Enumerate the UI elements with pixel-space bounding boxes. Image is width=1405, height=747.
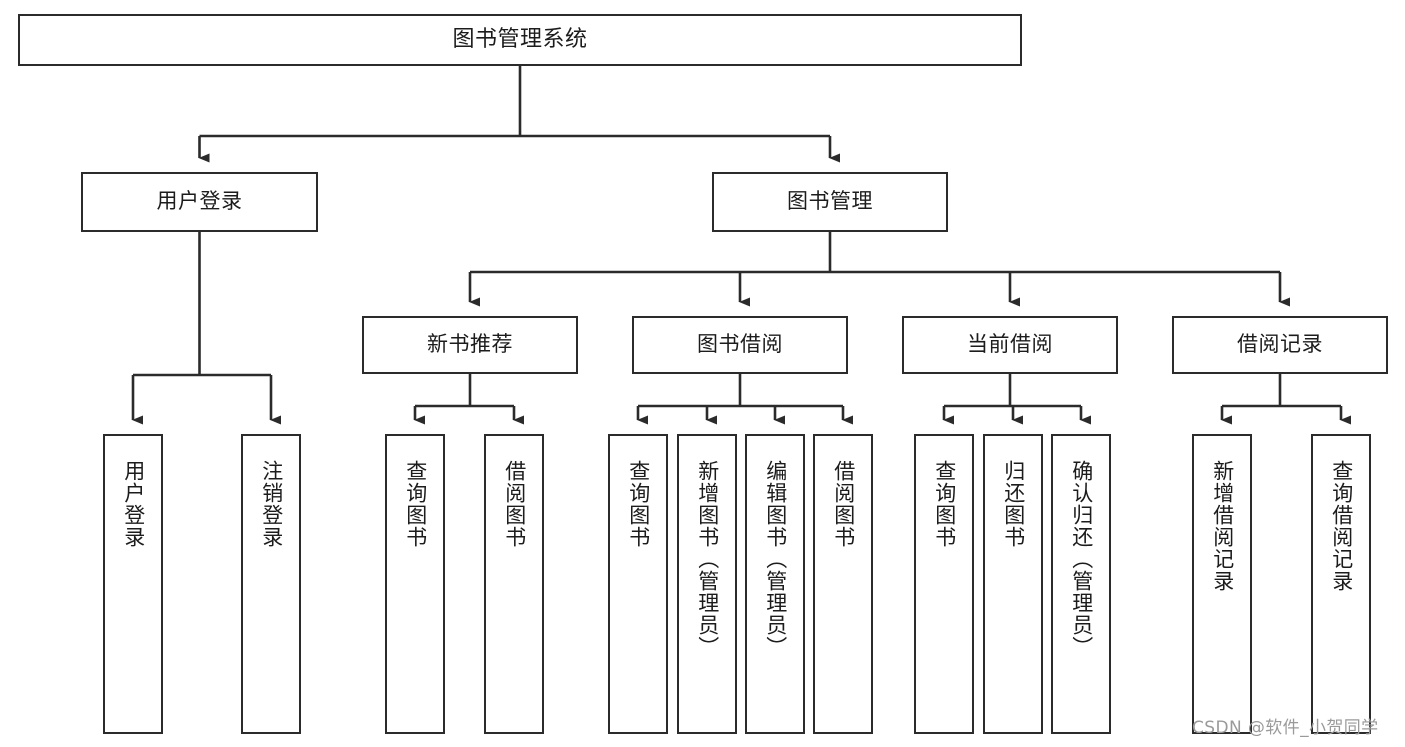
leaf-add-borrow-record-label: 新增借阅记录: [1210, 460, 1235, 592]
edges-borrow-to-leaves: [636, 374, 854, 425]
edges-current-borrow-to-leaves: [942, 374, 1092, 425]
leaf-query-borrow-record-label: 查询借阅记录: [1329, 460, 1354, 592]
leaf-query-book-borrow-label: 查询图书: [626, 460, 651, 548]
node-book-management[interactable]: 图书管理: [712, 172, 948, 232]
leaf-add-book-admin-label: 新增图书（管理员）: [695, 460, 720, 658]
edges-new-book-to-leaves: [413, 374, 525, 425]
node-root[interactable]: 图书管理系统: [18, 14, 1022, 66]
node-borrow-records[interactable]: 借阅记录: [1172, 316, 1388, 374]
leaf-query-book-new[interactable]: 查询图书: [385, 434, 445, 734]
leaf-borrow-book-new-label: 借阅图书: [502, 460, 527, 548]
leaf-edit-book-admin[interactable]: 编辑图书（管理员）: [745, 434, 805, 734]
leaf-user-login[interactable]: 用户登录: [103, 434, 163, 734]
node-book-management-label: 图书管理: [787, 189, 873, 214]
node-book-borrowing-label: 图书借阅: [697, 332, 783, 357]
leaf-query-book-new-label: 查询图书: [403, 460, 428, 548]
leaf-borrow-book-new[interactable]: 借阅图书: [484, 434, 544, 734]
leaf-add-book-admin[interactable]: 新增图书（管理员）: [677, 434, 737, 734]
leaf-borrow-book[interactable]: 借阅图书: [813, 434, 873, 734]
edges-root-to-level2: [198, 66, 841, 163]
leaf-add-borrow-record[interactable]: 新增借阅记录: [1192, 434, 1252, 734]
leaf-logout-label: 注销登录: [259, 460, 284, 548]
node-current-borrowing-label: 当前借阅: [967, 332, 1053, 357]
node-borrow-records-label: 借阅记录: [1237, 332, 1323, 357]
node-new-book-recommendation-label: 新书推荐: [427, 332, 513, 357]
leaf-logout[interactable]: 注销登录: [241, 434, 301, 734]
node-user-login[interactable]: 用户登录: [81, 172, 318, 232]
node-root-label: 图书管理系统: [452, 26, 588, 52]
leaf-edit-book-admin-label: 编辑图书（管理员）: [763, 460, 788, 658]
edges-borrow-record-to-leaves: [1220, 374, 1352, 425]
node-current-borrowing[interactable]: 当前借阅: [902, 316, 1118, 374]
node-book-borrowing[interactable]: 图书借阅: [632, 316, 848, 374]
leaf-confirm-return-admin-label: 确认归还（管理员）: [1069, 460, 1094, 658]
leaf-borrow-book-label: 借阅图书: [831, 460, 856, 548]
edges-book-mgmt-to-level3: [468, 232, 1291, 307]
leaf-return-book-label: 归还图书: [1001, 460, 1026, 548]
leaf-query-book-current[interactable]: 查询图书: [914, 434, 974, 734]
leaf-confirm-return-admin[interactable]: 确认归还（管理员）: [1051, 434, 1111, 734]
edges-user-login-to-leaves: [131, 232, 282, 425]
node-new-book-recommendation[interactable]: 新书推荐: [362, 316, 578, 374]
leaf-query-borrow-record[interactable]: 查询借阅记录: [1311, 434, 1371, 734]
leaf-query-book-borrow[interactable]: 查询图书: [608, 434, 668, 734]
leaf-query-book-current-label: 查询图书: [932, 460, 957, 548]
leaf-return-book[interactable]: 归还图书: [983, 434, 1043, 734]
leaf-user-login-label: 用户登录: [121, 460, 146, 548]
node-user-login-label: 用户登录: [156, 189, 243, 214]
